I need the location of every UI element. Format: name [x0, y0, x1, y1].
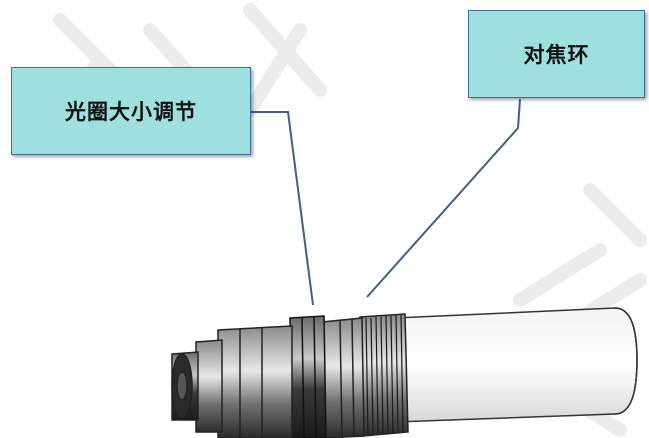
leader-lines — [251, 98, 521, 306]
aperture-leader-line — [251, 111, 314, 306]
focus-leader-line — [366, 98, 521, 298]
aperture-ring-shape — [289, 315, 327, 438]
lens-mid-barrel — [321, 317, 365, 438]
focus-ring-shape — [359, 313, 409, 437]
aperture-label: 光圈大小调节 — [65, 100, 197, 124]
focus-ring-label-box: 对焦环 — [468, 10, 645, 98]
lens-tube — [394, 307, 638, 423]
lens-front-barrel — [171, 325, 293, 438]
aperture-label-box: 光圈大小调节 — [11, 67, 251, 155]
focus-ring-label: 对焦环 — [523, 43, 590, 67]
